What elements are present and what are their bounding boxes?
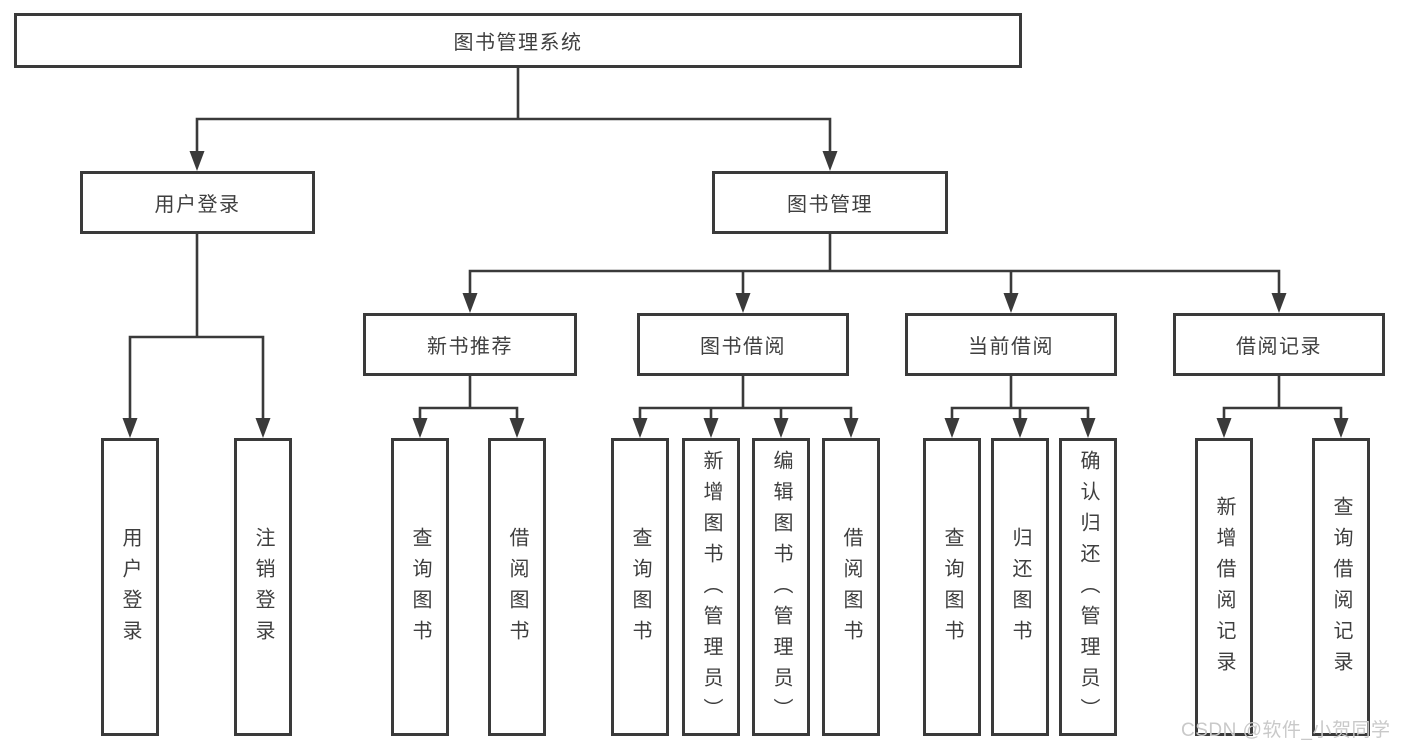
- connector-path: [1222, 374, 1343, 425]
- arrowhead: [1003, 293, 1019, 313]
- arrowhead: [944, 418, 960, 438]
- arrowhead: [412, 418, 428, 438]
- node-root: 图书管理系统: [14, 13, 1022, 68]
- arrowhead: [843, 418, 859, 438]
- arrowhead: [632, 418, 648, 438]
- connector-path: [950, 374, 1090, 425]
- leaf-return-books: 归还图书: [991, 438, 1049, 736]
- node-borrow-records: 借阅记录: [1173, 313, 1385, 376]
- arrowhead: [773, 418, 789, 438]
- arrowhead: [189, 151, 205, 171]
- csdn-watermark: CSDN @软件_小贺同学: [1181, 720, 1391, 741]
- connector-path: [195, 66, 832, 158]
- arrowhead: [255, 418, 271, 438]
- connector-path: [638, 374, 853, 425]
- node-current-borrow: 当前借阅: [905, 313, 1117, 376]
- node-book-management: 图书管理: [712, 171, 948, 234]
- arrowhead: [735, 293, 751, 313]
- leaf-add-books-admin: 新增图书（管理员）: [682, 438, 740, 736]
- leaf-query-books-current: 查询图书: [923, 438, 981, 736]
- leaf-logout: 注销登录: [234, 438, 292, 736]
- arrowhead: [462, 293, 478, 313]
- connector-path: [418, 374, 519, 425]
- arrowhead: [1271, 293, 1287, 313]
- arrowhead: [122, 418, 138, 438]
- arrowhead: [822, 151, 838, 171]
- leaf-add-borrow-record: 新增借阅记录: [1195, 438, 1253, 736]
- connector-path: [468, 232, 1281, 300]
- node-user-login: 用户登录: [80, 171, 315, 234]
- leaf-user-login: 用户登录: [101, 438, 159, 736]
- arrowhead: [1080, 418, 1096, 438]
- arrowhead: [703, 418, 719, 438]
- connector-path: [128, 232, 265, 425]
- arrowhead: [509, 418, 525, 438]
- leaf-borrow-books-newbook: 借阅图书: [488, 438, 546, 736]
- arrowhead: [1216, 418, 1232, 438]
- arrowhead: [1333, 418, 1349, 438]
- leaf-query-books-borrow: 查询图书: [611, 438, 669, 736]
- leaf-query-borrow-record: 查询借阅记录: [1312, 438, 1370, 736]
- leaf-borrow-books-borrow: 借阅图书: [822, 438, 880, 736]
- node-new-book-recommend: 新书推荐: [363, 313, 577, 376]
- leaf-query-books-newbook: 查询图书: [391, 438, 449, 736]
- leaf-confirm-return-admin: 确认归还（管理员）: [1059, 438, 1117, 736]
- node-book-borrow: 图书借阅: [637, 313, 849, 376]
- arrowhead: [1012, 418, 1028, 438]
- leaf-edit-books-admin: 编辑图书（管理员）: [752, 438, 810, 736]
